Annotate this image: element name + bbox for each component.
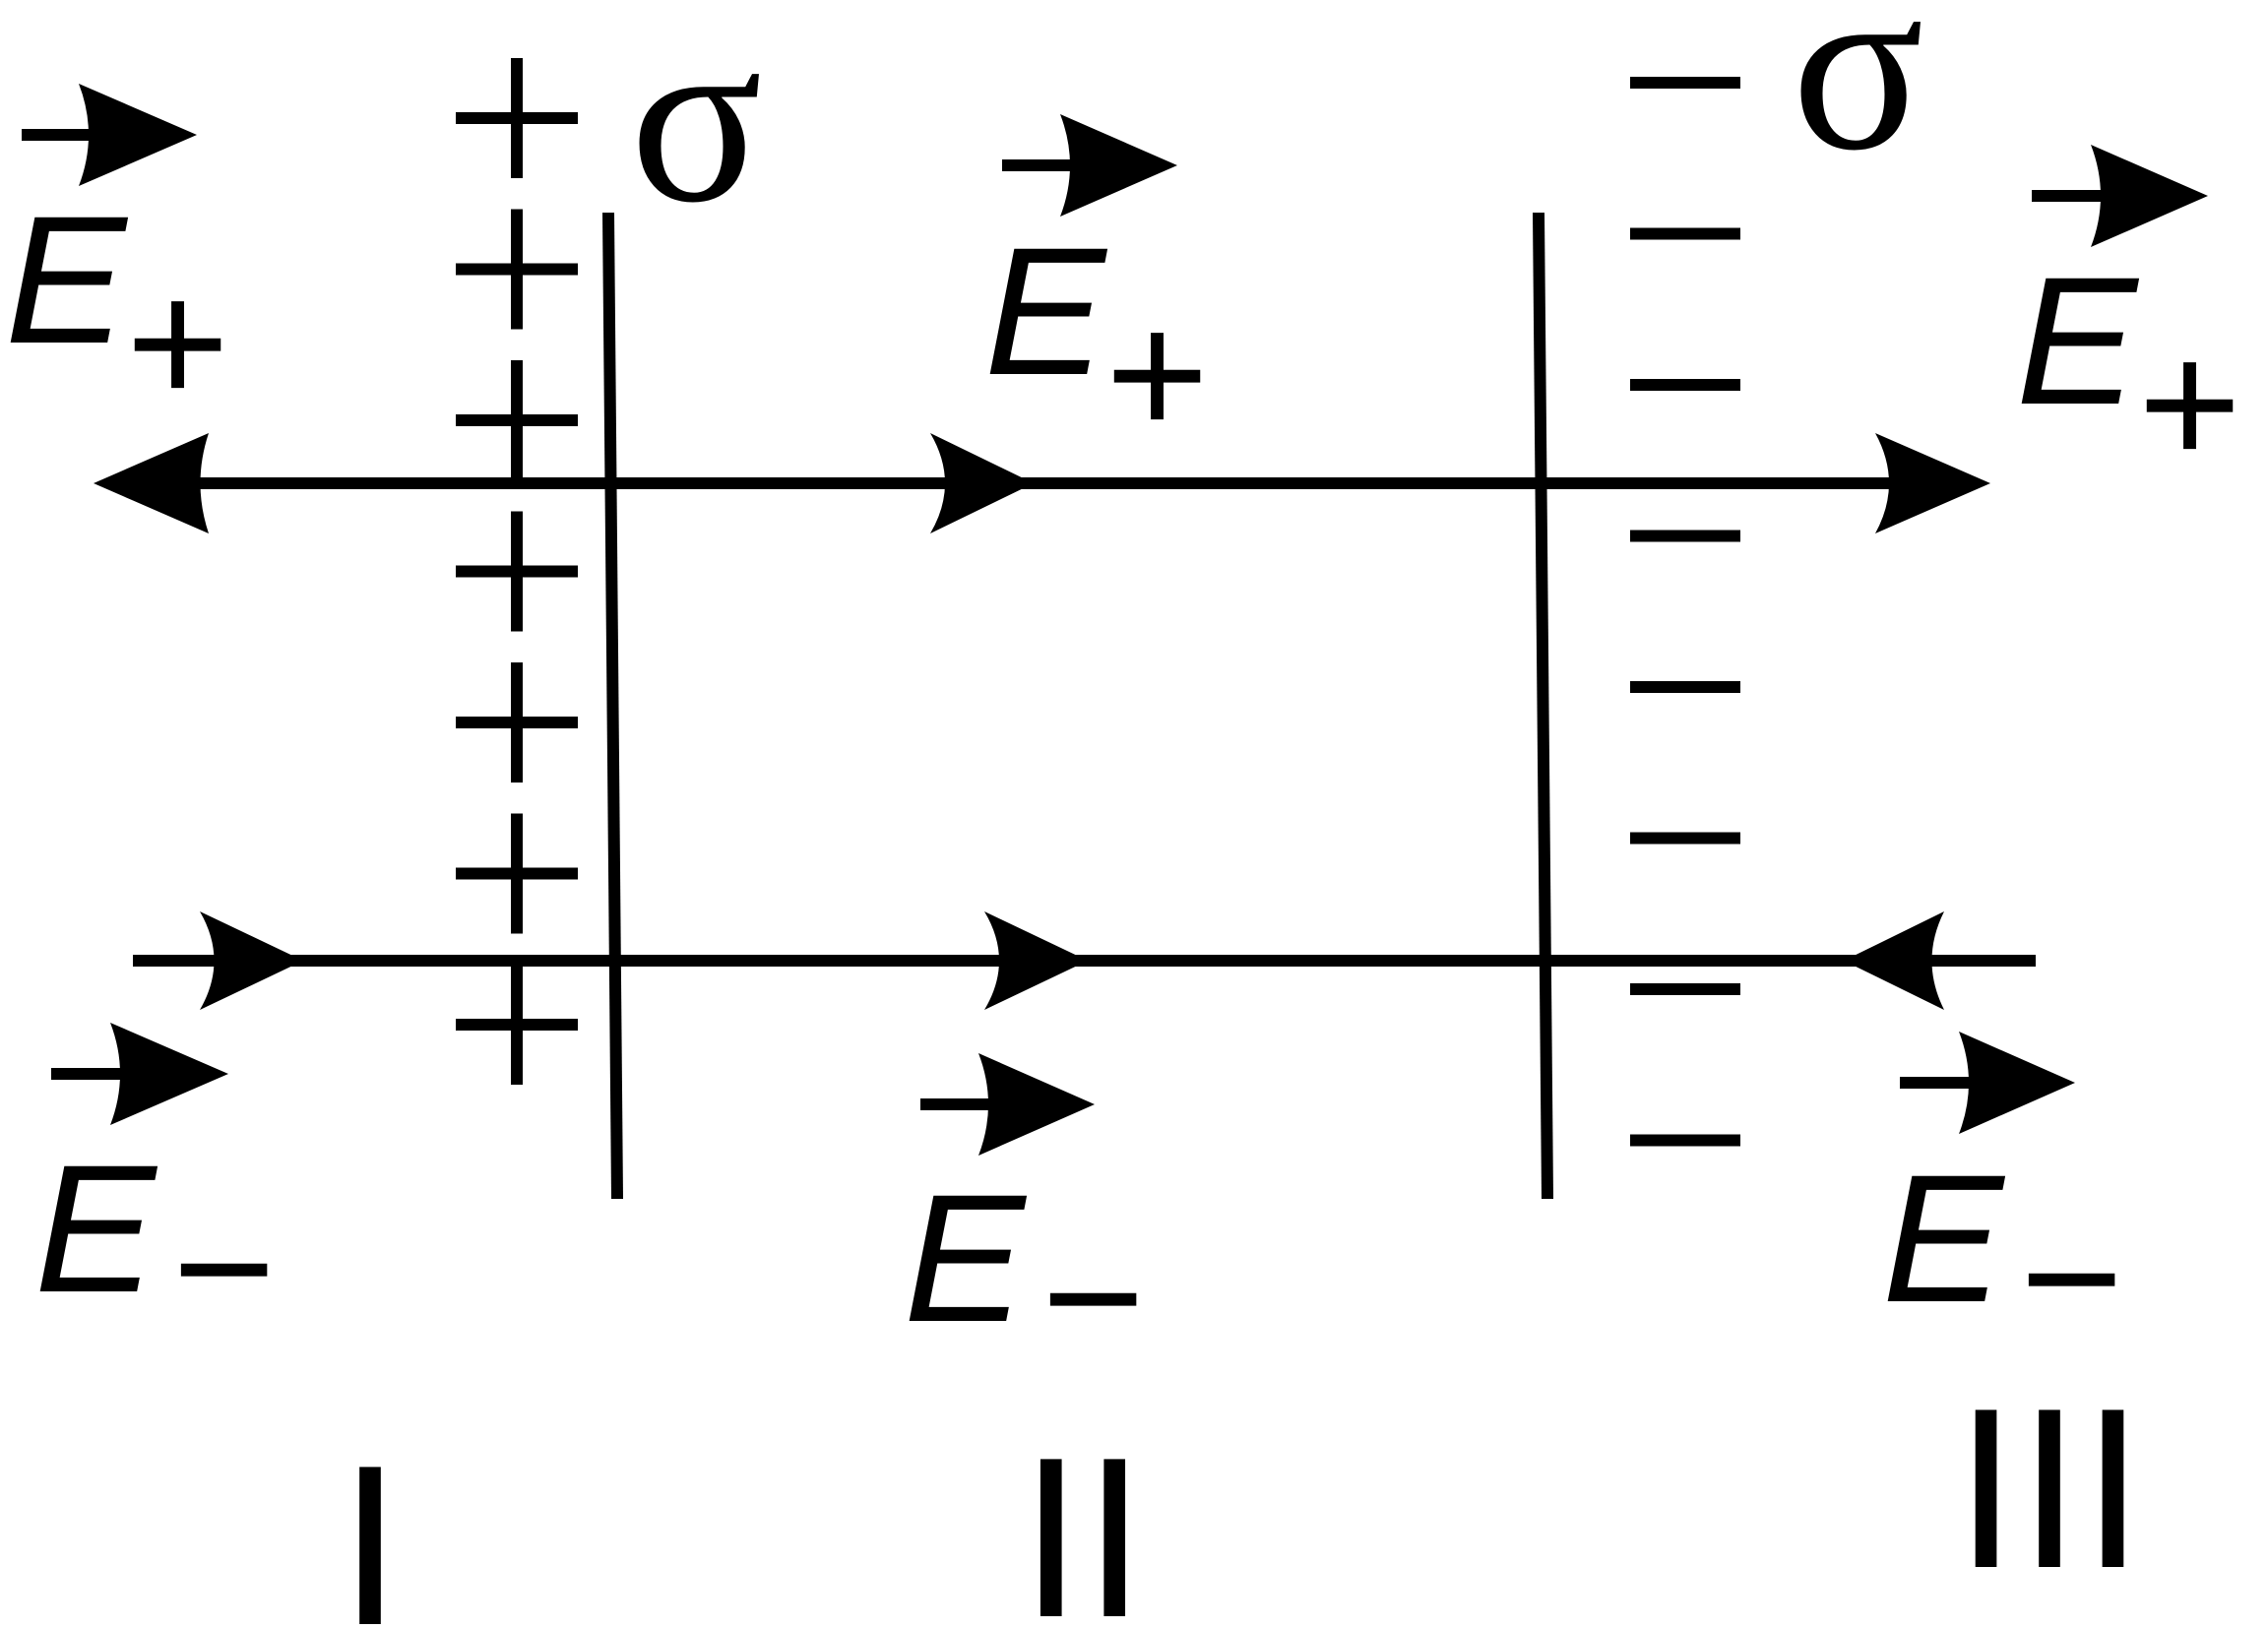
arrow-left-region-1-plus — [94, 433, 209, 533]
sigma-label-positive: σ — [630, 0, 763, 254]
plus-charge-icon — [456, 209, 578, 330]
svg-text:E: E — [34, 1128, 158, 1331]
region-label-2: II — [1020, 1410, 1147, 1629]
field-label-e-plus: E + — [984, 211, 1209, 473]
arrow-left-region-3-minus — [1844, 911, 1944, 1010]
plus-charge-icon — [456, 662, 578, 783]
field-label-e-minus: E − — [1882, 1138, 2123, 1377]
svg-text:+: + — [126, 244, 229, 442]
left-plate — [602, 212, 623, 1200]
region-label-3: III — [1954, 1361, 2144, 1616]
vector-arrow-icon — [51, 1023, 228, 1125]
arrow-right-region-2-minus — [984, 911, 1088, 1010]
svg-text:E: E — [2016, 240, 2140, 443]
vector-arrow-icon — [1900, 1032, 2075, 1134]
svg-text:E: E — [5, 179, 129, 382]
plus-charge-icon — [456, 813, 578, 934]
arrow-right-region-3-plus — [1875, 433, 1990, 533]
svg-text:−: − — [172, 1169, 276, 1367]
svg-text:−: − — [1041, 1199, 1145, 1397]
svg-text:+: + — [2138, 305, 2241, 503]
right-plate — [1533, 212, 1553, 1200]
sigma-label-negative: σ — [1792, 0, 1924, 202]
field-label-e-plus: E + — [2016, 240, 2241, 503]
svg-text:E: E — [1882, 1138, 2006, 1341]
positive-charges — [456, 58, 578, 1085]
arrow-right-region-2-plus — [930, 433, 1034, 533]
plus-charge-icon — [456, 511, 578, 632]
arrow-right-region-1-minus — [200, 911, 303, 1010]
vector-arrow-icon — [2032, 145, 2208, 247]
vector-arrow-icon — [920, 1053, 1095, 1156]
svg-text:E: E — [904, 1158, 1028, 1360]
field-label-e-plus: E + — [5, 179, 229, 442]
svg-text:E: E — [984, 211, 1108, 413]
svg-text:−: − — [2020, 1179, 2123, 1377]
region-label-1: I — [339, 1418, 402, 1629]
plus-charge-icon — [456, 965, 578, 1085]
svg-text:+: + — [1105, 276, 1209, 473]
plus-charge-icon — [456, 58, 578, 178]
field-label-e-minus: E − — [904, 1158, 1145, 1397]
field-label-e-minus: E − — [34, 1128, 276, 1367]
vector-arrow-icon — [22, 84, 197, 186]
negative-charges — [1630, 77, 1740, 1147]
vector-arrow-icon — [1002, 114, 1177, 217]
plus-charge-icon — [456, 360, 578, 480]
